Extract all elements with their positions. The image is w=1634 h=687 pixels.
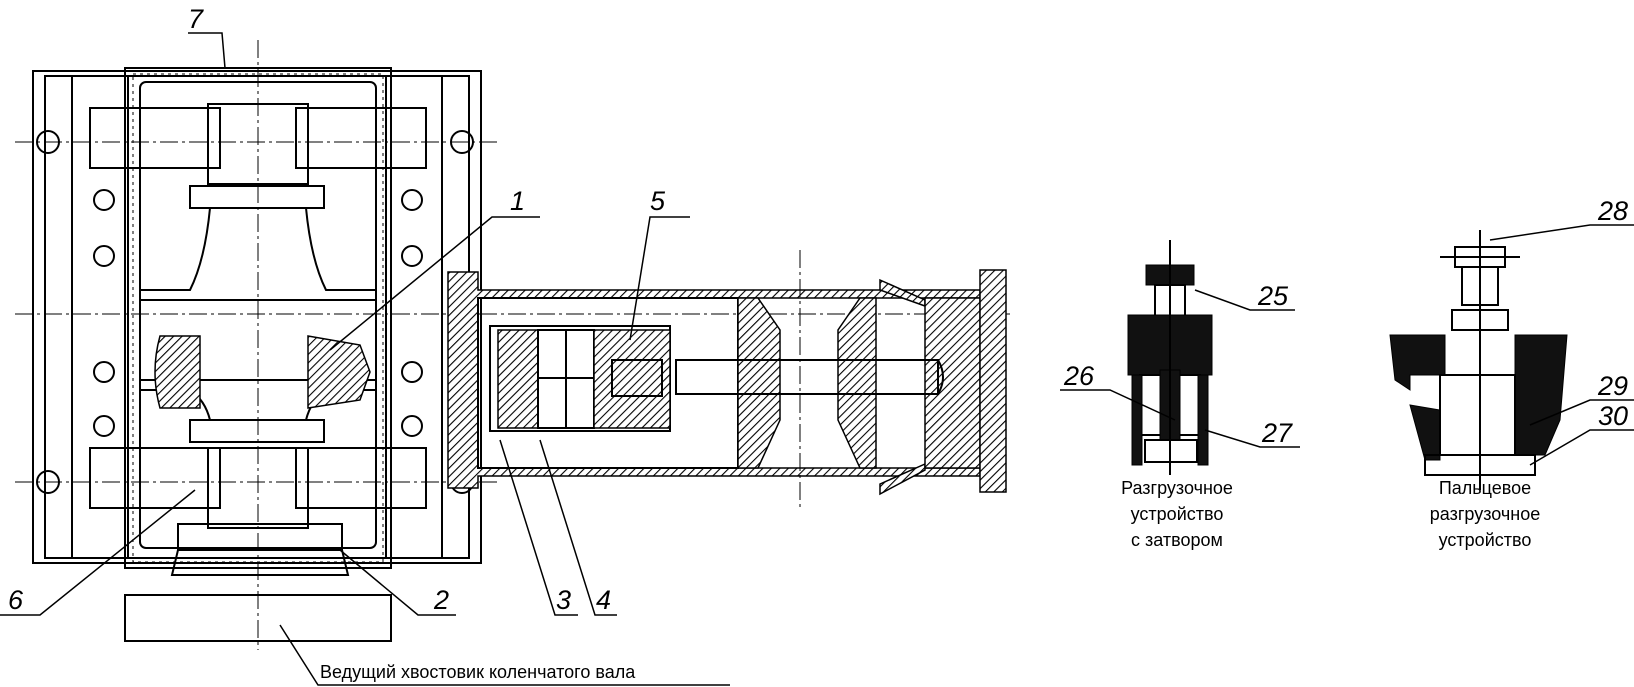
callout-27: 27 <box>1261 418 1293 448</box>
callout-30: 30 <box>1598 401 1628 431</box>
caption-line: Разгрузочное <box>1121 478 1233 498</box>
caption-line: устройство <box>1131 504 1224 524</box>
callout-28: 28 <box>1597 196 1628 226</box>
caption-line: с затвором <box>1131 530 1223 550</box>
caption-crankshaft: Ведущий хвостовик коленчатого вала <box>320 662 636 682</box>
callout-6: 6 <box>8 585 24 615</box>
caption-gate-unloader: Разгрузочное устройство с затвором <box>1121 478 1233 550</box>
callout-5: 5 <box>650 186 666 216</box>
finger-unloader-drawing <box>1389 230 1568 490</box>
callout-25: 25 <box>1257 281 1289 311</box>
callout-26: 26 <box>1063 361 1095 391</box>
leader-lines <box>0 32 1634 686</box>
gate-unloader-drawing <box>1127 240 1213 475</box>
callout-7: 7 <box>188 4 204 34</box>
caption-finger-unloader: Пальцевое разгрузочное устройство <box>1430 478 1540 550</box>
caption-line: устройство <box>1439 530 1532 550</box>
callout-4: 4 <box>596 585 611 615</box>
caption-line: Пальцевое <box>1439 478 1531 498</box>
callout-29: 29 <box>1597 371 1628 401</box>
callout-1: 1 <box>510 186 525 216</box>
callout-2: 2 <box>433 585 449 615</box>
cylinder-assembly <box>447 250 1007 510</box>
crankcase <box>15 40 1010 650</box>
caption-line: разгрузочное <box>1430 504 1540 524</box>
callout-3: 3 <box>556 585 571 615</box>
